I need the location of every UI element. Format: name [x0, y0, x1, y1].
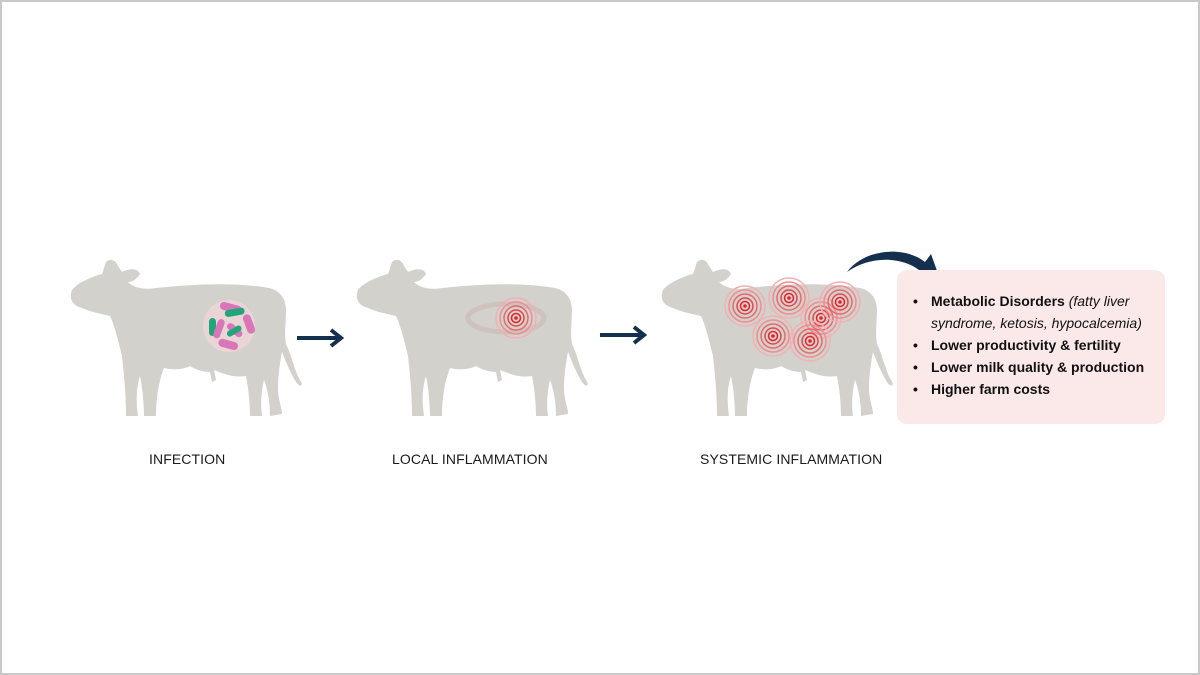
- consequences-list: Metabolic Disorders (fatty liver syndrom…: [897, 270, 1165, 400]
- consequence-item: Lower milk quality & production: [913, 356, 1155, 378]
- inflammation-icon: [465, 297, 547, 339]
- stage-label-local-inflammation: LOCAL INFLAMMATION: [392, 451, 548, 467]
- consequences-box: Metabolic Disorders (fatty liver syndrom…: [897, 270, 1165, 424]
- consequence-item: Metabolic Disorders (fatty liver syndrom…: [913, 290, 1155, 334]
- arrow-right-icon: [297, 328, 345, 348]
- consequence-item: Lower productivity & fertility: [913, 334, 1155, 356]
- arrow-right-icon: [600, 325, 648, 345]
- cow-infection-illustration: [64, 252, 304, 422]
- consequence-item: Higher farm costs: [913, 378, 1155, 400]
- stage-label-infection: INFECTION: [149, 451, 226, 467]
- cow-local-inflammation-illustration: [350, 252, 590, 422]
- bacteria-icon: [203, 300, 256, 352]
- stage-label-systemic-inflammation: SYSTEMIC INFLAMMATION: [700, 451, 883, 467]
